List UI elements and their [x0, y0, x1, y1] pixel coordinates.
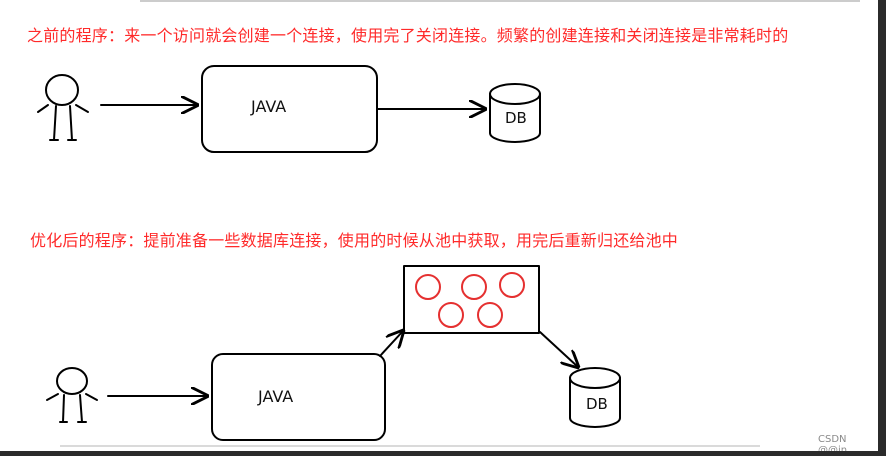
- db-label-bottom: DB: [586, 395, 608, 413]
- java-label-top: JAVA: [251, 97, 287, 116]
- pool-connection-circle: [461, 274, 487, 300]
- pool-connections: [415, 272, 525, 328]
- pool-connection-circle: [477, 302, 503, 328]
- caption-before: 之前的程序：来一个访问就会创建一个连接，使用完了关闭连接。频繁的创建连接和关闭连…: [27, 26, 789, 45]
- database-icon-bottom: [569, 367, 621, 428]
- arrow-pool-to-db: [539, 331, 578, 367]
- java-label-bottom: JAVA: [258, 387, 294, 406]
- java-box-bottom: [211, 353, 386, 441]
- db-label-top: DB: [505, 109, 527, 127]
- caption-after: 优化后的程序：提前准备一些数据库连接，使用的时候从池中获取，用完后重新归还给池中: [30, 231, 679, 250]
- arrow-java-to-pool: [379, 331, 403, 357]
- pool-connection-circle: [438, 302, 464, 328]
- connection-pool-box: [403, 265, 540, 334]
- database-icon-top: [489, 83, 541, 143]
- user-figure-bottom: [46, 367, 98, 423]
- pool-connection-circle: [415, 274, 441, 300]
- java-box-top: [201, 65, 378, 153]
- csdn-watermark: CSDN @@jn: [818, 434, 848, 451]
- user-figure-top: [37, 74, 89, 141]
- pool-connection-circle: [499, 272, 525, 298]
